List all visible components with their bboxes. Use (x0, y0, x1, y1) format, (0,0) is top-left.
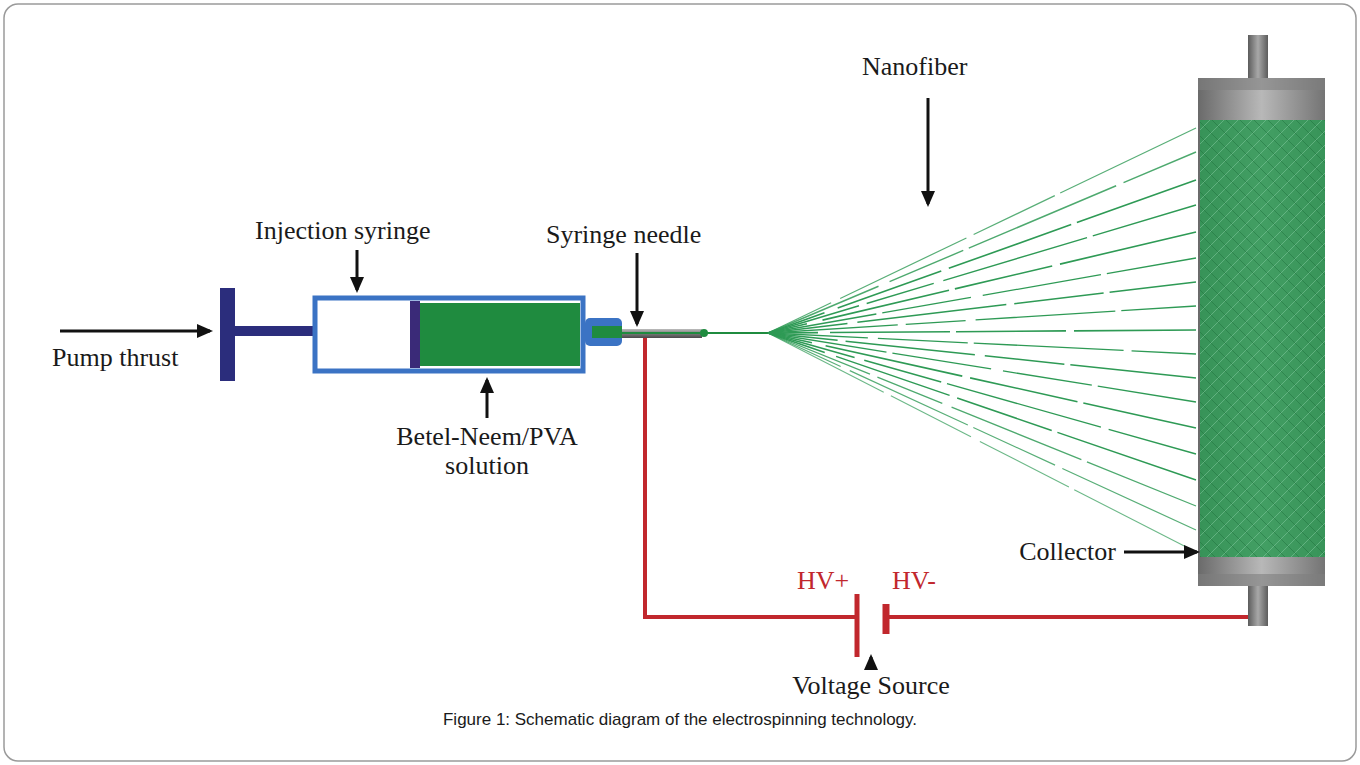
fluid-jet (704, 332, 768, 334)
needle-flow (622, 332, 700, 334)
part-label: Syringe needle (546, 220, 701, 249)
collector-drum (1198, 78, 1325, 586)
collector-shaft (1248, 584, 1268, 626)
part-label: Betel-Neem/PVA solution (377, 422, 597, 480)
pointer-arrow (486, 380, 489, 418)
figure-frame (4, 4, 1356, 761)
collector-shaft (1248, 35, 1268, 81)
fiber-mat-texture (1200, 120, 1325, 557)
pointer-arrow (636, 253, 639, 324)
fiber-mat (1200, 120, 1325, 557)
needle-hub (585, 318, 622, 346)
thrust-arrow (60, 330, 210, 333)
collector-rim (1198, 78, 1325, 90)
battery-plate (855, 594, 860, 657)
polymer-solution (420, 303, 580, 366)
hub-solution (592, 326, 622, 338)
syringe-barrel (315, 298, 583, 371)
wire (645, 338, 857, 617)
plunger-head (220, 288, 235, 381)
syringe-needle (622, 329, 702, 338)
piston (410, 301, 420, 368)
wire (886, 615, 1248, 619)
battery-plate (883, 604, 890, 634)
nanofiber-spray (768, 128, 1196, 552)
terminal-label: HV+ (797, 566, 849, 595)
collector-rim (1198, 574, 1325, 586)
part-label: Nanofiber (862, 52, 967, 81)
pointer-arrow (356, 250, 359, 290)
pointer-arrow (927, 98, 930, 204)
input-label: Pump thrust (52, 343, 178, 372)
terminal-label: HV- (892, 566, 936, 595)
part-label: Injection syringe (255, 216, 430, 245)
pointer-arrow (870, 657, 873, 669)
part-label: Voltage Source (792, 671, 950, 700)
part-label: Collector (1019, 537, 1116, 566)
pointer-arrow (1124, 551, 1197, 554)
figure-caption: Figure 1: Schematic diagram of the elect… (443, 709, 917, 731)
